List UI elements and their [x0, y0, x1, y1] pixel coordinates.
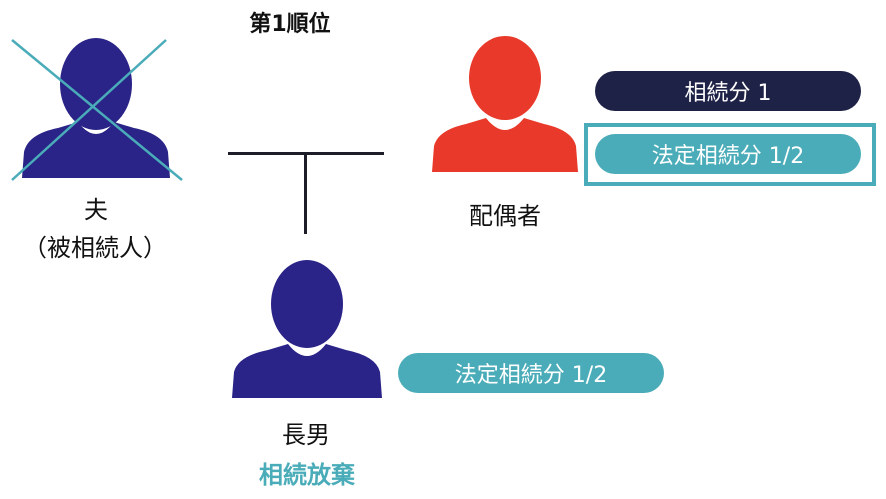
- husband-sublabel: （被相続人）: [23, 234, 167, 262]
- spouse-figure: [420, 34, 590, 176]
- husband-label: 夫: [84, 196, 108, 224]
- person-icon: [232, 260, 382, 398]
- spouse-legal-share-highlight: [584, 123, 876, 186]
- son-status: 相続放棄: [259, 461, 355, 489]
- descent-line: [304, 152, 307, 234]
- spouse-label: 配偶者: [469, 202, 541, 230]
- person-icon: [432, 36, 578, 172]
- son-legal-share-pill: 法定相続分 1/2: [398, 353, 664, 393]
- cross-mark-icon: [11, 39, 183, 181]
- son-label: 長男: [282, 421, 330, 449]
- spouse-actual-share-pill: 相続分 1: [595, 71, 861, 111]
- son-figure: [222, 258, 392, 400]
- spouse-legal-share-pill: 法定相続分 1/2: [595, 134, 861, 174]
- diagram-title: 第1順位: [249, 12, 331, 37]
- husband-figure: [0, 30, 200, 190]
